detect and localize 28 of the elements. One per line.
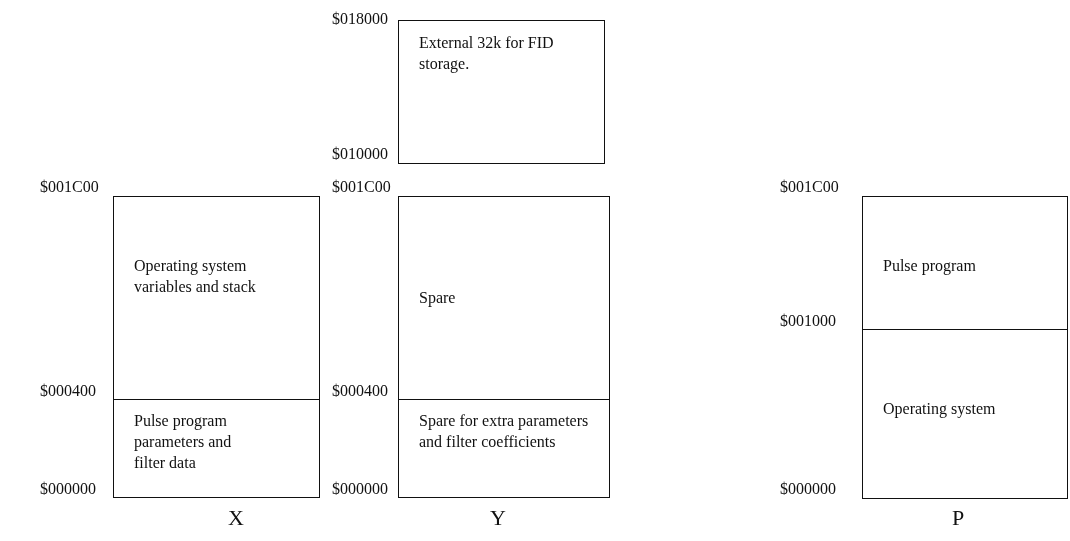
memory-space-label: Y [490, 505, 506, 531]
address-label: $001C00 [332, 178, 391, 196]
address-label: $000000 [40, 480, 96, 498]
memory-block [398, 196, 610, 401]
address-label: $001C00 [40, 178, 99, 196]
address-label: $001C00 [780, 178, 839, 196]
address-label: $000400 [40, 382, 96, 400]
address-label: $010000 [332, 145, 388, 163]
address-label: $018000 [332, 10, 388, 28]
block-description: External 32k for FID storage. [419, 33, 555, 74]
address-label: $000000 [780, 480, 836, 498]
address-label: $001000 [780, 312, 836, 330]
block-description: Spare [419, 288, 457, 308]
address-label: $000400 [332, 382, 388, 400]
memory-block [113, 399, 320, 498]
memory-block [862, 329, 1068, 499]
memory-block [113, 196, 320, 401]
memory-space-label: P [952, 505, 965, 531]
block-description: Pulse program [883, 256, 977, 276]
memory-block [862, 196, 1068, 331]
block-description: Pulse program parameters and filter data [134, 411, 233, 473]
block-description: Operating system [883, 399, 997, 419]
memory-block [398, 399, 610, 498]
memory-space-label: X [228, 505, 244, 531]
block-description: Spare for extra parameters and filter coefficients [419, 411, 590, 452]
address-label: $000000 [332, 480, 388, 498]
memory-block [398, 20, 605, 164]
block-description: Operating system variables and stack [134, 256, 257, 297]
